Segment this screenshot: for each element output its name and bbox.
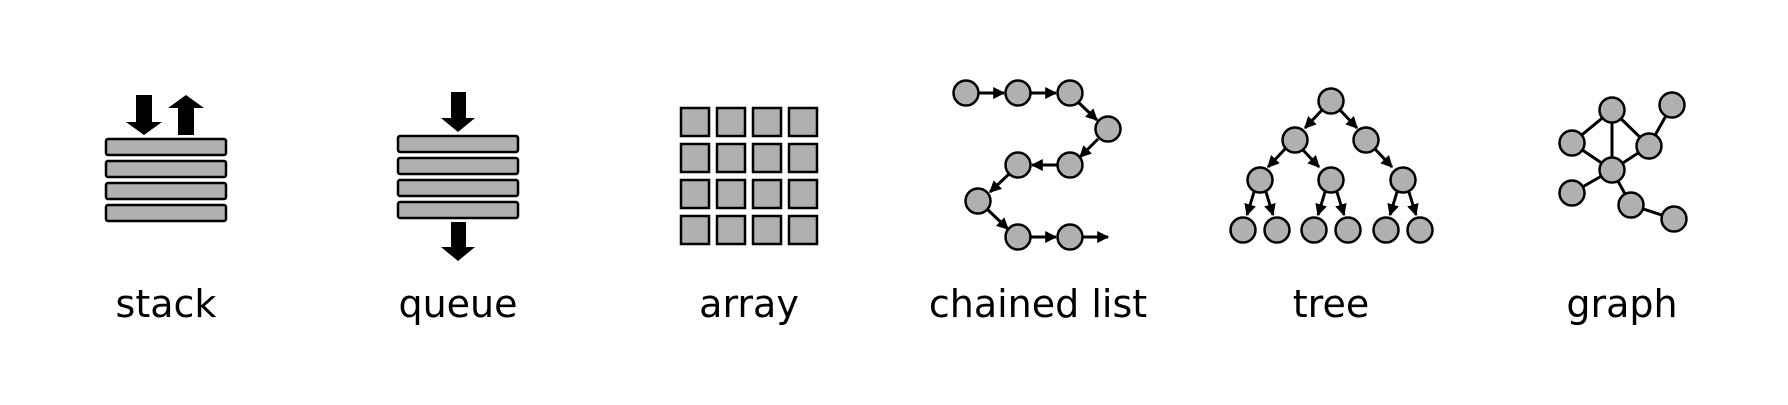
tree-icon <box>1229 87 1434 244</box>
array-cell <box>715 178 747 210</box>
queue-plate <box>396 156 520 176</box>
tree-leaf-node <box>1263 216 1291 244</box>
queue-plate <box>396 200 520 220</box>
list-node <box>1004 151 1032 179</box>
queue-icon <box>396 92 520 261</box>
queue-label: queue <box>398 282 517 326</box>
tree-label: tree <box>1293 282 1369 326</box>
graph-node <box>1617 191 1645 219</box>
tree-edge <box>1244 191 1256 217</box>
tree-edge <box>1387 191 1399 217</box>
graph-node <box>1660 205 1688 233</box>
array-cell <box>715 142 747 174</box>
arrow-down-icon <box>126 95 162 135</box>
arrow-down-icon <box>441 92 475 132</box>
tree-edge <box>1315 191 1327 217</box>
tree-node <box>1246 166 1274 194</box>
tree-leaf-node <box>1406 216 1434 244</box>
tree-node <box>1317 166 1345 194</box>
graph-node <box>1558 129 1586 157</box>
list-node <box>1094 115 1122 143</box>
array-cell <box>751 214 783 246</box>
graph-node <box>1598 96 1626 124</box>
array-cell <box>787 214 819 246</box>
tree-edge <box>1338 108 1359 130</box>
array-cell <box>679 178 711 210</box>
list-edge <box>988 172 1011 194</box>
tree-edge <box>1266 147 1287 169</box>
tree-leaf-node <box>1229 216 1257 244</box>
tree-root-node <box>1317 87 1345 115</box>
array-cell <box>715 106 747 138</box>
graph-node <box>1558 179 1586 207</box>
list-node <box>1056 151 1084 179</box>
list-node <box>964 187 992 215</box>
queue-plate <box>396 178 520 198</box>
list-node <box>1004 223 1032 251</box>
array-cell <box>787 106 819 138</box>
array-icon <box>679 106 819 246</box>
tree-node <box>1389 166 1417 194</box>
queue-plate <box>396 134 520 154</box>
tree-node <box>1352 126 1380 154</box>
list-edge <box>1076 100 1099 122</box>
tree-edge <box>1407 191 1419 217</box>
stack-plate <box>104 203 228 223</box>
array-cell <box>679 106 711 138</box>
graph-label: graph <box>1566 282 1677 326</box>
array-cell <box>715 214 747 246</box>
stack-icon <box>104 95 228 223</box>
tree-leaf-node <box>1334 216 1362 244</box>
tree-node <box>1281 126 1309 154</box>
chained-list-label: chained list <box>929 282 1147 326</box>
list-edge <box>1078 137 1100 159</box>
stack-plate <box>104 137 228 157</box>
array-cell <box>679 214 711 246</box>
arrow-down-icon <box>441 222 475 261</box>
list-edge <box>986 208 1010 231</box>
tree-edge <box>1373 147 1394 169</box>
array-cell <box>751 142 783 174</box>
array-cell <box>679 142 711 174</box>
graph-node <box>1658 91 1686 119</box>
tree-edge <box>1300 147 1321 169</box>
tree-edge <box>1303 108 1324 130</box>
list-node <box>952 79 980 107</box>
array-cell <box>751 178 783 210</box>
array-cell <box>787 178 819 210</box>
tree-leaf-node <box>1300 216 1328 244</box>
arrow-up-icon <box>168 95 204 135</box>
tree-leaf-node <box>1372 216 1400 244</box>
array-label: array <box>699 282 799 326</box>
array-cell <box>787 142 819 174</box>
tree-edge <box>1335 191 1347 217</box>
list-node <box>1056 79 1084 107</box>
graph-node <box>1635 132 1663 160</box>
array-cell <box>751 106 783 138</box>
stack-plate <box>104 181 228 201</box>
linked-list-icon <box>952 79 1122 251</box>
list-node <box>1056 223 1084 251</box>
tree-edge <box>1264 191 1276 217</box>
list-node <box>1004 79 1032 107</box>
stack-plate <box>104 159 228 179</box>
stack-label: stack <box>116 282 217 326</box>
graph-icon <box>1558 91 1688 233</box>
graph-node <box>1598 156 1626 184</box>
